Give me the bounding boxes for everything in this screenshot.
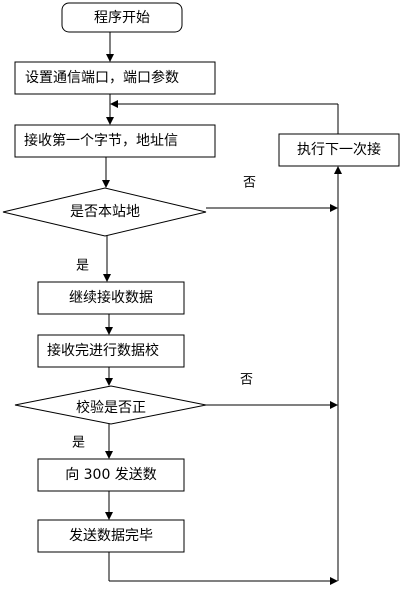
receive-done-check-label: 接收完进行数据校 [47, 342, 159, 359]
send-done-label: 发送数据完毕 [69, 528, 153, 544]
decision-check-label: 校验是否正 [76, 399, 146, 416]
start-label: 程序开始 [94, 10, 150, 26]
receive-first-byte-node: 接收第一个字节，地址信 [14, 124, 216, 158]
send-300-node: 向 300 发送数 [37, 458, 185, 492]
set-port-node: 设置通信端口，端口参数 [14, 61, 216, 95]
set-port-label: 设置通信端口，端口参数 [25, 69, 179, 86]
no-label-1: 否 [243, 176, 256, 191]
send-300-label: 向 300 发送数 [65, 467, 157, 483]
yes-label-2: 是 [72, 436, 85, 451]
continue-receive-node: 继续接收数据 [37, 281, 185, 315]
decision-station-label: 是否本站地 [70, 204, 140, 220]
no-label-2: 否 [240, 373, 253, 388]
receive-first-byte-label: 接收第一个字节，地址信 [24, 132, 178, 149]
decision-station-node: 是否本站地 [2, 187, 207, 237]
yes-label-1: 是 [76, 259, 89, 274]
decision-check-node: 校验是否正 [14, 385, 207, 425]
next-receive-node: 执行下一次接 [278, 133, 400, 167]
continue-receive-label: 继续接收数据 [69, 289, 153, 306]
start-node: 程序开始 [61, 2, 183, 33]
next-receive-label: 执行下一次接 [297, 141, 381, 158]
receive-done-check-node: 接收完进行数据校 [37, 334, 185, 368]
send-done-node: 发送数据完毕 [37, 519, 185, 553]
